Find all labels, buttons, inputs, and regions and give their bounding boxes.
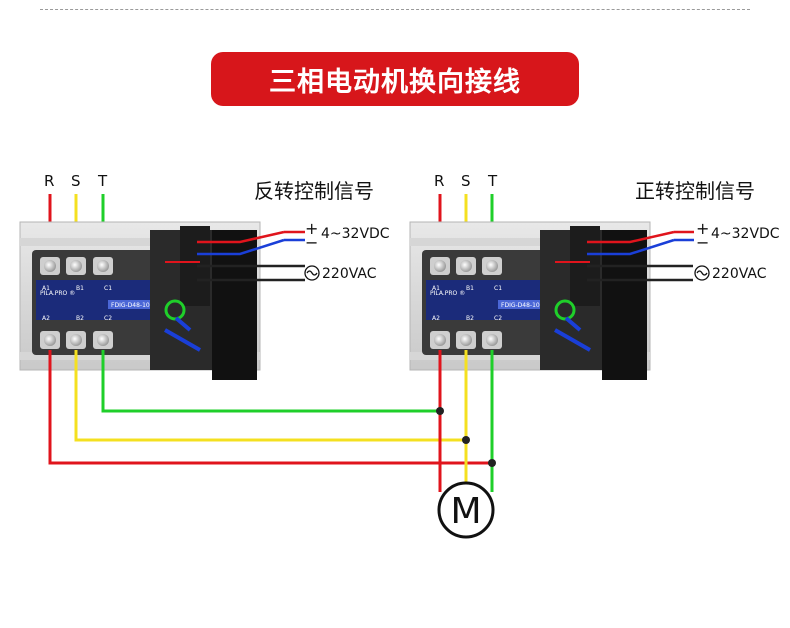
left-dc-label: 4~32VDC: [321, 226, 390, 242]
right-term-c1: C1: [494, 285, 502, 292]
right-minus-sign: −: [696, 233, 709, 252]
left-plus-sign: +: [305, 219, 318, 238]
right-fan-housing: [602, 230, 647, 380]
right-plate-model: FDIG-D48-100Z: [501, 302, 548, 309]
left-ac-wave: [306, 270, 318, 276]
left-dc-minus-wire: [197, 238, 285, 256]
left-term-c2: C2: [104, 315, 112, 322]
right-screws: [430, 257, 502, 349]
left-heatsink-fin: [20, 238, 260, 246]
right-plus-sign: +: [696, 219, 709, 238]
left-phase-s-label: S: [71, 172, 81, 190]
right-dc-minus-wire: [587, 238, 675, 256]
left-heatsink-fin-2: [20, 352, 260, 360]
left-phase-t-label: T: [97, 172, 108, 190]
right-dc-plus-wire: [587, 230, 675, 244]
right-term-c2: C2: [494, 315, 502, 322]
junction-dot-t: [436, 407, 444, 415]
left-term-a2: A2: [42, 315, 50, 322]
left-wire-r-out: [48, 350, 492, 465]
page-title: 三相电动机换向接线: [211, 52, 579, 106]
junction-dot-r: [488, 459, 496, 467]
left-phase-r-label: R: [44, 172, 54, 190]
left-ctrl-loop: [164, 299, 186, 321]
right-blue-lead-2: [554, 328, 591, 352]
right-phase-s-label: S: [461, 172, 471, 190]
right-blue-lead: [564, 316, 582, 332]
left-ac-label: 220VAC: [322, 266, 377, 282]
right-ac-wave: [696, 270, 708, 276]
right-plate-brand: PILA.PRO ®: [430, 290, 465, 297]
right-plate-model-box: [498, 300, 554, 309]
left-blue-lead-2: [164, 328, 201, 352]
left-relay-group: R S T 反转控制信号 PILA.PRO ® FDIG-D48-100Z A1…: [19, 172, 492, 465]
left-minus-sign: −: [305, 233, 318, 252]
left-plate-model-box: [108, 300, 164, 309]
left-term-b2: B2: [76, 315, 84, 322]
left-fan-housing: [212, 230, 257, 380]
right-ac-icon: [694, 265, 710, 281]
left-heading: 反转控制信号: [254, 179, 374, 203]
left-wire-t-out: [101, 350, 440, 413]
junction-dot-s: [462, 436, 470, 444]
motor: M: [437, 481, 495, 539]
motor-circle: [437, 481, 495, 539]
left-term-c1: C1: [104, 285, 112, 292]
left-screws: [40, 257, 113, 349]
left-wire-s-out: [74, 350, 466, 442]
left-plate-model: FDIG-D48-100Z: [111, 302, 158, 309]
left-plate-brand: PILA.PRO ®: [40, 290, 75, 297]
left-term-a1: A1: [42, 285, 50, 292]
top-divider: [40, 9, 750, 10]
right-term-b1: B1: [466, 285, 474, 292]
right-phase-t-label: T: [487, 172, 498, 190]
left-dc-plus-wire: [197, 230, 285, 244]
right-heatsink-fin: [410, 238, 650, 246]
right-heatsink-fin-2: [410, 352, 650, 360]
right-phase-r-label: R: [434, 172, 444, 190]
right-relay-group: R S T 正转控制信号 PILA.PRO ® FDIG-D48-100Z A1…: [409, 172, 780, 492]
motor-label: M: [450, 491, 481, 532]
left-ac-icon: [304, 265, 320, 281]
right-heading: 正转控制信号: [635, 179, 755, 203]
right-term-a1: A1: [432, 285, 440, 292]
left-blue-lead: [174, 316, 192, 332]
right-ac-label: 220VAC: [712, 266, 767, 282]
right-ctrl-loop: [554, 299, 576, 321]
right-dc-label: 4~32VDC: [711, 226, 780, 242]
left-term-b1: B1: [76, 285, 84, 292]
right-term-a2: A2: [432, 315, 440, 322]
right-term-b2: B2: [466, 315, 474, 322]
